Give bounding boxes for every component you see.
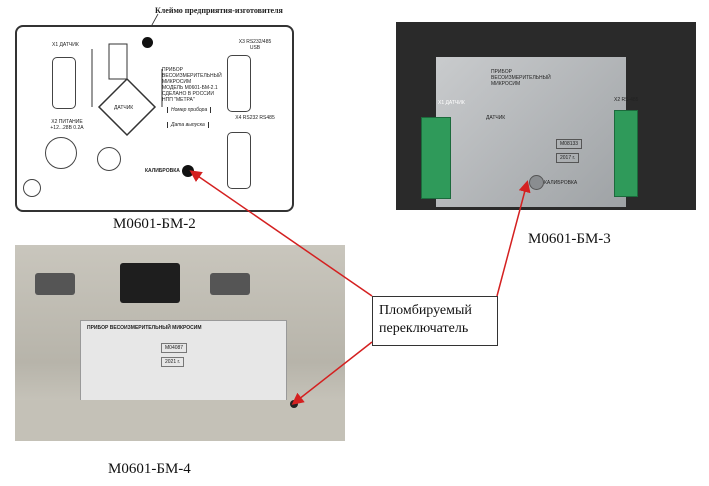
caption-bm3: М0601-БМ-3 — [528, 231, 611, 247]
year: 2021 г. — [161, 357, 185, 367]
terminal-block-x2 — [614, 110, 638, 197]
arrow-to-bm3 — [496, 180, 531, 297]
photo-bm4: ПРИБОР ВЕСОИЗМЕРИТЕЛЬНЫЙ МИКРОСИМ М04087… — [15, 245, 345, 441]
x1-label: X1 ДАТЧИК — [438, 100, 465, 106]
calibration-label: КАЛИБРОВКА — [145, 168, 180, 174]
db9-connector — [210, 273, 250, 295]
wiring-diagram — [91, 43, 163, 137]
date-field: Дата выпуска — [167, 122, 209, 128]
db9-connector — [35, 273, 75, 295]
photo-bm3: ПРИБОР ВЕСОИЗМЕРИТЕЛЬНЫЙ МИКРОСИМ ДАТЧИК… — [396, 22, 696, 210]
plate-text: ПРИБОР ВЕСОИЗМЕРИТЕЛЬНЫЙ МИКРОСИМ — [162, 67, 222, 85]
x3-label: X3 RS232/485 USB — [238, 39, 272, 51]
year: 2017 г. — [556, 153, 580, 163]
power-socket — [120, 263, 180, 303]
power-connector — [45, 137, 77, 169]
serial-number: М04087 — [161, 343, 188, 353]
stand-base — [15, 400, 345, 441]
stamp-seal-icon — [142, 37, 153, 48]
sealed-switch-callout: Пломбируемый переключатель — [372, 296, 498, 346]
terminal-block-x1 — [421, 117, 451, 199]
manufacturer-stamp-label: Клеймо предприятия-изготовителя — [155, 6, 283, 15]
plate-text: ПРИБОР ВЕСОИЗМЕРИТЕЛЬНЫЙ МИКРОСИМ — [87, 325, 202, 331]
x2-label: X2 ПИТАНИЕ +12...28В 0.2А — [50, 119, 84, 131]
caption-bm2: М0601-БМ-2 — [113, 216, 196, 232]
x1-label: X1 ДАТЧИК — [52, 42, 79, 48]
arrow-to-bm4 — [291, 341, 373, 405]
callout-line-1: Пломбируемый — [379, 303, 472, 318]
x4-label: X4 RS232 RS485 — [235, 115, 275, 121]
caption-bm4: М0601-БМ-4 — [108, 461, 191, 477]
callout-line-2: переключатель — [379, 321, 469, 336]
arrow-to-bm2 — [189, 170, 373, 297]
device-plate: ПРИБОР ВЕСОИЗМЕРИТЕЛЬНЫЙ МИКРОСИМ ДАТЧИК… — [436, 57, 626, 207]
plate-text: ПРИБОР ВЕСОИЗМЕРИТЕЛЬНЫЙ МИКРОСИМ — [491, 69, 551, 87]
db9-connector-x3 — [227, 55, 251, 112]
sensor-label: ДАТЧИК — [114, 105, 134, 111]
round-connector — [97, 147, 121, 171]
device-plate: ПРИБОР ВЕСОИЗМЕРИТЕЛЬНЫЙ МИКРОСИМ М04087… — [80, 320, 287, 402]
serial-number-field: Номер прибора — [167, 107, 212, 113]
x2-label: X2 RS-485 — [614, 97, 639, 103]
serial-number: М08133 — [556, 139, 583, 149]
db9-connector-x1 — [52, 57, 76, 109]
sensor-label: ДАТЧИК — [486, 115, 506, 121]
db9-connector-x4 — [227, 132, 251, 189]
model-text: МОДЕЛЬ М0601-БМ-2.1 СДЕЛАНО В РОССИИ НПП… — [162, 85, 218, 103]
front-panel-diagram: X1 ДАТЧИК X2 ПИТАНИЕ +12...28В 0.2А ДАТЧ… — [15, 25, 294, 212]
calibration-label: КАЛИБРОВКА — [544, 180, 578, 186]
ground-terminal-icon — [23, 179, 41, 197]
